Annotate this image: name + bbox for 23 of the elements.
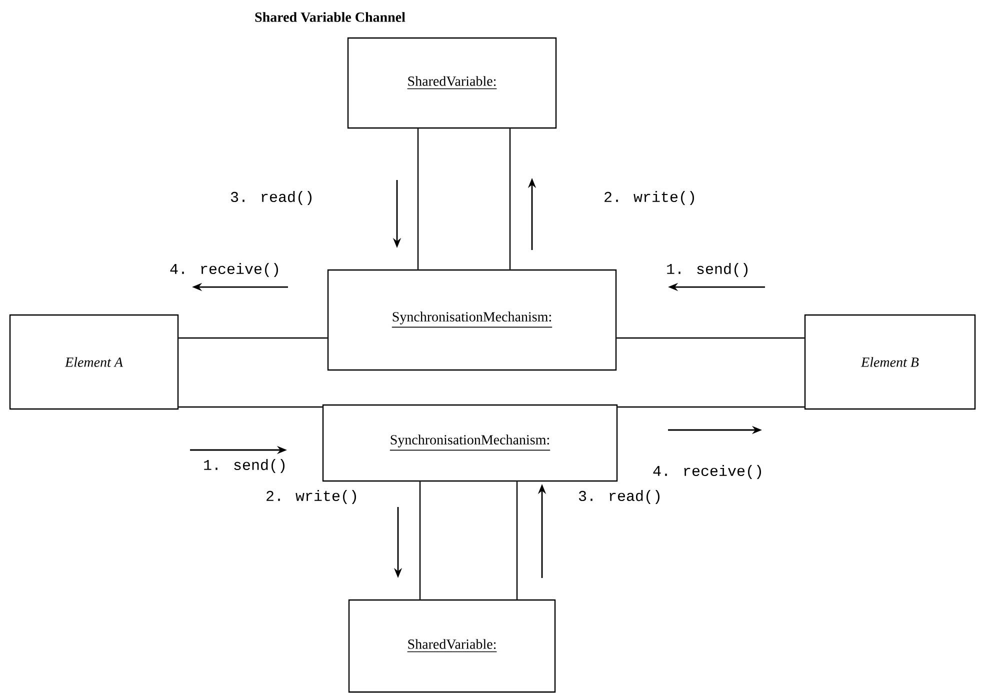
object-box: SharedVariable: — [348, 599, 556, 693]
object-box: Element A — [9, 314, 179, 410]
connector-line — [509, 128, 511, 270]
connector-line — [419, 482, 421, 600]
message-label: 2. write() — [604, 191, 694, 205]
object-box: Element B — [804, 314, 976, 410]
connector-line — [178, 406, 322, 408]
message-label: 1. send() — [667, 263, 748, 277]
connector-line — [616, 337, 804, 339]
message-label: 3. read() — [578, 490, 660, 504]
message-label: 3. read() — [230, 191, 312, 205]
title: Shared Variable Channel — [255, 12, 406, 22]
connector-line — [618, 406, 804, 408]
connector-line — [417, 128, 419, 270]
object-box: SynchronisationMechanism: — [322, 404, 618, 482]
message-label: 4. receive() — [170, 263, 278, 277]
connector-line — [178, 337, 328, 339]
message-label: 4. receive() — [653, 465, 761, 479]
message-label: 1. send() — [204, 459, 284, 473]
object-box: SharedVariable: — [347, 37, 557, 129]
message-label: 2. write() — [266, 490, 356, 504]
object-box: SynchronisationMechanism: — [327, 269, 617, 371]
connector-line — [516, 482, 518, 600]
